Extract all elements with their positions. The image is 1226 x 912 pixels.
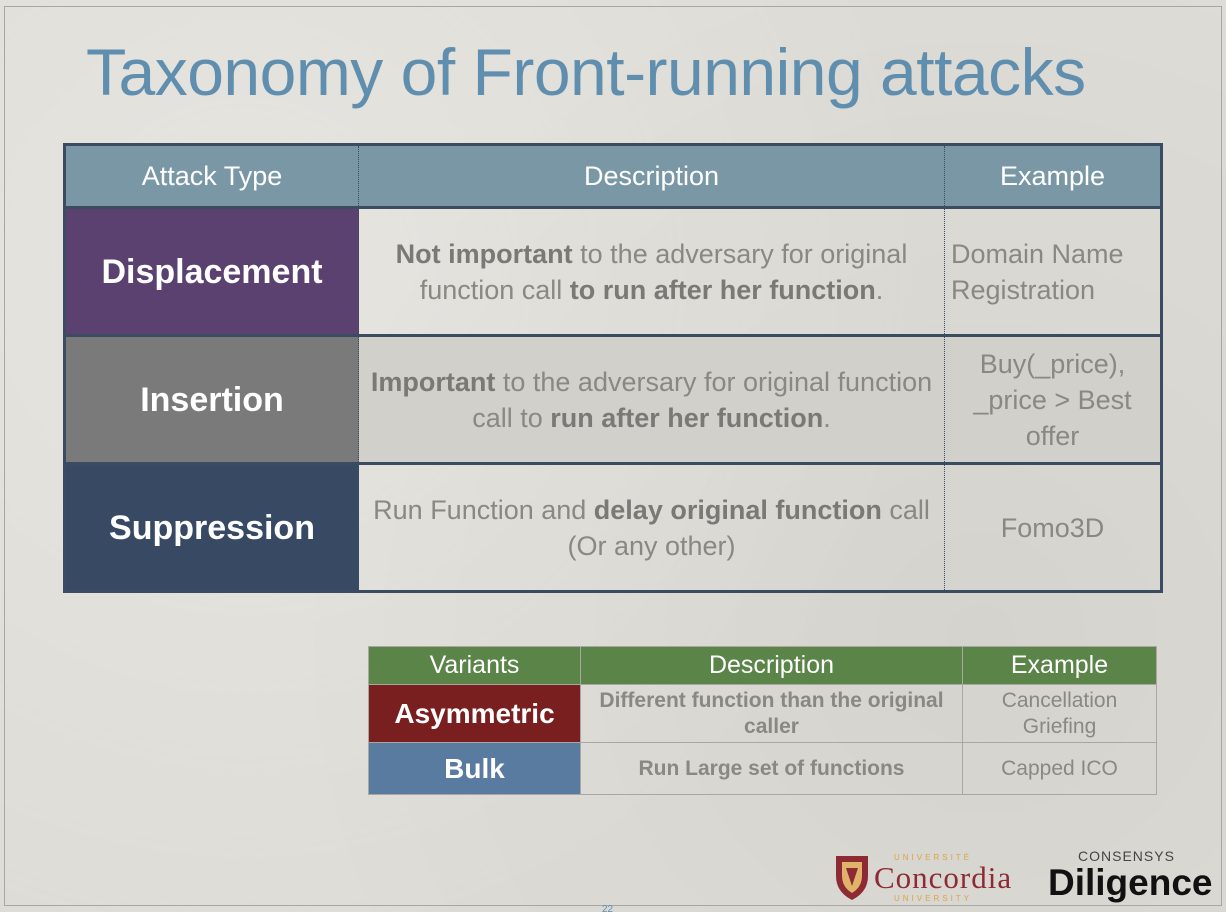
diligence-product: Diligence [1048,862,1213,903]
example-suppression: Fomo3D [944,463,1162,592]
example-insertion: Buy(_price), _price > Best offer [944,335,1162,465]
variant-example-bulk: Capped ICO [962,742,1157,795]
example-displacement: Domain Name Registration [944,207,1162,337]
table-header-row: Attack Type Description Example [64,144,1162,209]
description-insertion: Important to the adversary for original … [358,335,945,465]
concordia-bottom-text: UNIVERSITY [894,894,973,903]
variant-asymmetric: Asymmetric [368,684,581,743]
concordia-logo: UNIVERSITÉ Concordia UNIVERSITY [834,852,1034,904]
attack-taxonomy-table: Attack Type Description Example Displace… [63,143,1163,593]
variants-header-row: Variants Description Example [368,646,1157,685]
page-number: 22 [602,904,614,912]
attack-type-insertion: Insertion [64,335,359,465]
header-variant-example: Example [962,646,1157,685]
variant-example-asymmetric: Cancellation Griefing [962,684,1157,743]
concordia-name: Concordia [874,860,1013,895]
variants-table: Variants Description Example Asymmetric … [368,646,1157,795]
description-suppression: Run Function and delay original function… [358,463,945,592]
slide-frame [4,6,1222,906]
variant-row-bulk: Bulk Run Large set of functions Capped I… [368,742,1157,795]
header-attack-type: Attack Type [64,144,359,209]
consensys-brand: CONSENSYS [1078,848,1175,864]
attack-type-suppression: Suppression [64,463,359,592]
table-row-insertion: Insertion Important to the adversary for… [64,335,1162,465]
description-displacement: Not important to the adversary for origi… [358,207,945,337]
slide-title: Taxonomy of Front-running attacks [86,35,1086,109]
concordia-shield-icon [836,856,868,900]
variant-description-asymmetric: Different function than the original cal… [580,684,963,743]
variant-bulk: Bulk [368,742,581,795]
concordia-top-text: UNIVERSITÉ [894,853,973,862]
header-variant-description: Description [580,646,963,685]
variant-row-asymmetric: Asymmetric Different function than the o… [368,684,1157,743]
table-row-displacement: Displacement Not important to the advers… [64,207,1162,337]
consensys-diligence-logo: CONSENSYS Diligence [1048,848,1213,906]
header-example: Example [944,144,1162,209]
variant-description-bulk: Run Large set of functions [580,742,963,795]
table-row-suppression: Suppression Run Function and delay origi… [64,463,1162,592]
header-description: Description [358,144,945,209]
attack-type-displacement: Displacement [64,207,359,337]
header-variants: Variants [368,646,581,685]
